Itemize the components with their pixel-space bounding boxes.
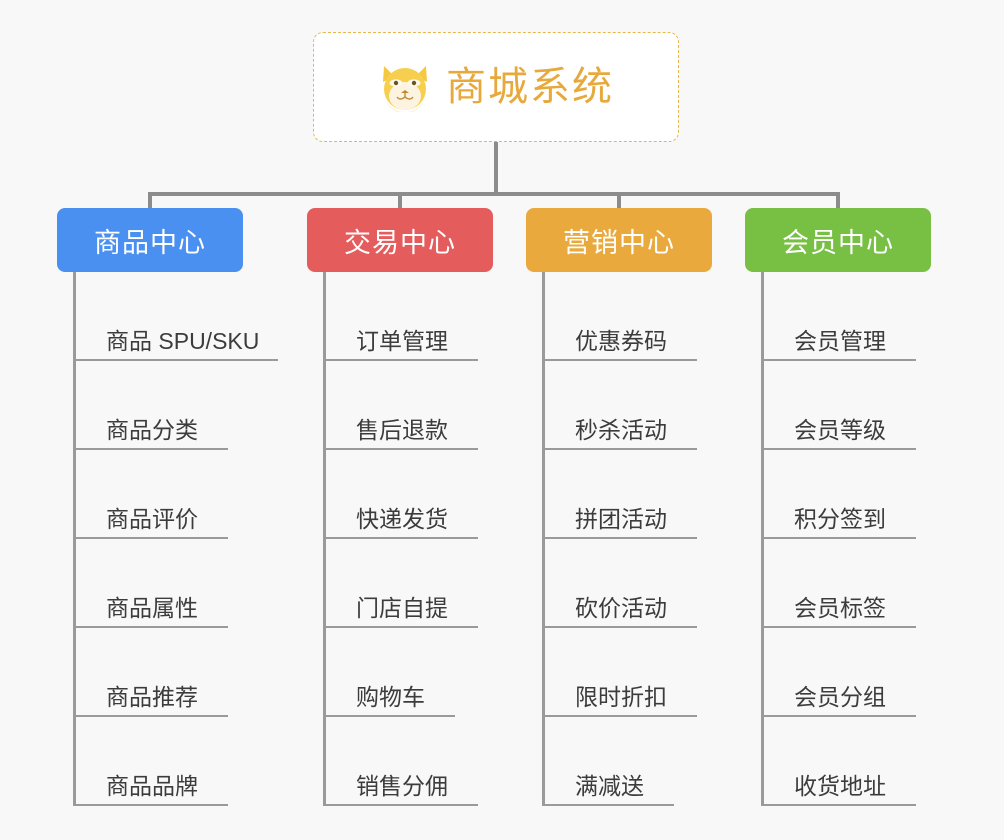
- leaf-item-product-brand[interactable]: 商品品牌: [73, 717, 228, 806]
- leaf-column-marketing-center: 优惠券码 秒杀活动 拼团活动 砍价活动 限时折扣 满减送: [542, 272, 762, 806]
- leaf-label: 商品评价: [106, 505, 198, 532]
- leaf-label: 订单管理: [356, 327, 448, 354]
- leaf-label: 快递发货: [356, 505, 448, 532]
- leaf-trunk-marketing-center: [542, 272, 545, 806]
- leaf-label: 会员标签: [794, 594, 886, 621]
- connector-horizontal-bus: [148, 192, 840, 196]
- leaf-label: 优惠券码: [575, 327, 667, 354]
- leaf-column-trade-center: 订单管理 售后退款 快递发货 门店自提 购物车 销售分佣: [323, 272, 543, 806]
- leaf-label: 积分签到: [794, 505, 886, 532]
- leaf-item-shipping-address[interactable]: 收货地址: [761, 717, 916, 806]
- leaf-label: 砍价活动: [575, 594, 667, 621]
- leaf-item-limited-time-discount[interactable]: 限时折扣: [542, 628, 697, 717]
- leaf-item-member-management[interactable]: 会员管理: [761, 272, 916, 361]
- leaf-label: 售后退款: [356, 416, 448, 443]
- leaf-label: 商品品牌: [106, 772, 198, 799]
- category-box-product-center[interactable]: 商品中心: [57, 208, 243, 272]
- leaf-column-product-center: 商品 SPU/SKU 商品分类 商品评价 商品属性 商品推荐 商品品牌: [73, 272, 293, 806]
- category-box-trade-center[interactable]: 交易中心: [307, 208, 493, 272]
- leaf-item-order-management[interactable]: 订单管理: [323, 272, 478, 361]
- leaf-trunk-trade-center: [323, 272, 326, 806]
- leaf-label: 销售分佣: [356, 772, 448, 799]
- leaf-label: 会员管理: [794, 327, 886, 354]
- leaf-item-member-group[interactable]: 会员分组: [761, 628, 916, 717]
- leaf-label: 拼团活动: [575, 505, 667, 532]
- category-label-member-center: 会员中心: [782, 227, 894, 258]
- leaf-label: 商品 SPU/SKU: [106, 327, 260, 354]
- leaf-label: 会员等级: [794, 416, 886, 443]
- leaf-item-store-pickup[interactable]: 门店自提: [323, 539, 478, 628]
- leaf-label: 秒杀活动: [575, 416, 667, 443]
- leaf-item-product-review[interactable]: 商品评价: [73, 450, 228, 539]
- leaf-item-points-checkin[interactable]: 积分签到: [761, 450, 916, 539]
- category-box-marketing-center[interactable]: 营销中心: [526, 208, 712, 272]
- connector-drop-marketing-center: [617, 192, 621, 212]
- leaf-item-product-attribute[interactable]: 商品属性: [73, 539, 228, 628]
- leaf-trunk-product-center: [73, 272, 76, 806]
- leaf-trunk-member-center: [761, 272, 764, 806]
- category-label-product-center: 商品中心: [94, 227, 206, 258]
- leaf-item-shopping-cart[interactable]: 购物车: [323, 628, 455, 717]
- category-label-trade-center: 交易中心: [344, 227, 456, 258]
- leaf-item-aftersales-refund[interactable]: 售后退款: [323, 361, 478, 450]
- connector-root-stem: [494, 142, 498, 194]
- leaf-column-member-center: 会员管理 会员等级 积分签到 会员标签 会员分组 收货地址: [761, 272, 981, 806]
- category-box-member-center[interactable]: 会员中心: [745, 208, 931, 272]
- root-title: 商城系统: [446, 65, 614, 109]
- category-label-marketing-center: 营销中心: [563, 227, 675, 258]
- leaf-label: 会员分组: [794, 683, 886, 710]
- leaf-item-product-recommendation[interactable]: 商品推荐: [73, 628, 228, 717]
- leaf-label: 限时折扣: [575, 683, 667, 710]
- leaf-item-flash-sale[interactable]: 秒杀活动: [542, 361, 697, 450]
- leaf-item-member-tag[interactable]: 会员标签: [761, 539, 916, 628]
- leaf-label: 商品推荐: [106, 683, 198, 710]
- leaf-label: 门店自提: [356, 594, 448, 621]
- connector-drop-trade-center: [398, 192, 402, 212]
- leaf-item-member-level[interactable]: 会员等级: [761, 361, 916, 450]
- connector-drop-member-center: [836, 192, 840, 212]
- leaf-item-coupon-code[interactable]: 优惠券码: [542, 272, 697, 361]
- leaf-item-sales-commission[interactable]: 销售分佣: [323, 717, 478, 806]
- root-node[interactable]: 商城系统: [313, 32, 679, 142]
- leaf-item-express-shipping[interactable]: 快递发货: [323, 450, 478, 539]
- leaf-item-group-buying[interactable]: 拼团活动: [542, 450, 697, 539]
- leaf-item-product-category[interactable]: 商品分类: [73, 361, 228, 450]
- connector-drop-product-center: [148, 192, 152, 212]
- leaf-item-bargain-activity[interactable]: 砍价活动: [542, 539, 697, 628]
- leaf-item-full-reduction-gift[interactable]: 满减送: [542, 717, 674, 806]
- leaf-label: 收货地址: [794, 772, 886, 799]
- shiba-dog-face-icon: [383, 66, 427, 112]
- leaf-label: 商品分类: [106, 416, 198, 443]
- leaf-label: 满减送: [575, 772, 644, 799]
- leaf-item-product-spu-sku[interactable]: 商品 SPU/SKU: [73, 272, 278, 361]
- leaf-label: 商品属性: [106, 594, 198, 621]
- leaf-label: 购物车: [356, 683, 425, 710]
